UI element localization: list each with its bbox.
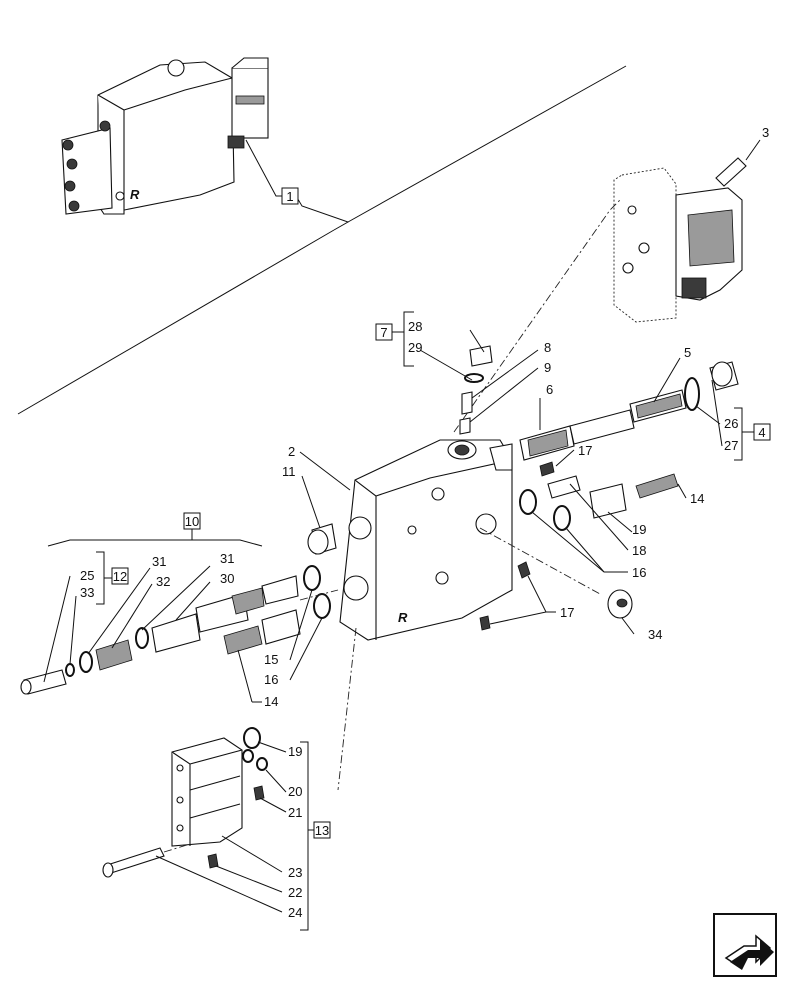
screw-3 — [715, 157, 747, 187]
callout-5: 5 — [684, 345, 691, 360]
callout-22: 22 — [288, 885, 302, 900]
assembled-valve-thumbnail: R — [61, 57, 269, 215]
body-stamp: R — [398, 610, 408, 625]
callout-1: 1 — [286, 189, 293, 204]
callout-9: 9 — [544, 360, 551, 375]
callout-19-right: 19 — [632, 522, 646, 537]
callout-4: 4 — [758, 425, 765, 440]
callout-20: 20 — [288, 784, 302, 799]
oring-20b — [256, 757, 268, 771]
callout-16-left: 16 — [264, 672, 278, 687]
oring-16-left — [313, 593, 331, 619]
next-page-arrow-icon[interactable] — [713, 913, 777, 977]
plug-21 — [253, 785, 265, 801]
callout-3: 3 — [762, 125, 769, 140]
callout-16-right: 16 — [632, 565, 646, 580]
spool-assembly-left — [20, 575, 301, 695]
callout-15: 15 — [264, 652, 278, 667]
valve-18 — [547, 475, 581, 499]
callout-6: 6 — [546, 382, 553, 397]
callout-21: 21 — [288, 805, 302, 820]
plug-17-low — [479, 615, 491, 631]
callout-31a: 31 — [152, 554, 166, 569]
body-stamp-small: R — [130, 187, 140, 202]
solenoid-module-ghost — [613, 167, 743, 323]
callout-30: 30 — [220, 571, 234, 586]
spool-assembly-right — [519, 361, 739, 461]
callout-25: 25 — [80, 568, 94, 583]
callout-24: 24 — [288, 905, 302, 920]
oring-16a — [519, 489, 537, 515]
callout-19-lower: 19 — [288, 744, 302, 759]
callout-17-upper: 17 — [578, 443, 592, 458]
axis-end-cover — [337, 627, 357, 791]
plug-28 — [469, 345, 493, 367]
callout-33: 33 — [80, 585, 94, 600]
callout-28: 28 — [408, 319, 422, 334]
oring-16b — [553, 505, 571, 531]
callout-26: 26 — [724, 416, 738, 431]
callout-14-left: 14 — [264, 694, 278, 709]
callout-11: 11 — [282, 464, 296, 479]
plug-17-mid — [517, 561, 531, 579]
axis-plug-34 — [479, 527, 601, 595]
separator-line-lower — [17, 229, 335, 415]
axis-body-solenoid — [453, 199, 621, 433]
callout-8: 8 — [544, 340, 551, 355]
oring-29 — [464, 373, 484, 383]
pin-9 — [459, 417, 471, 435]
valve-body-2: R — [339, 439, 513, 641]
callout-32: 32 — [156, 574, 170, 589]
callout-34: 34 — [648, 627, 662, 642]
plug-17-upper — [539, 461, 555, 477]
callout-2: 2 — [288, 444, 295, 459]
leader-line-1 — [245, 139, 350, 231]
separator-line-upper — [347, 65, 627, 223]
callout-7: 7 — [380, 325, 387, 340]
spring-8 — [461, 391, 473, 415]
bracket-10 — [47, 539, 263, 547]
callout-18: 18 — [632, 543, 646, 558]
callout-12: 12 — [113, 569, 127, 584]
callout-31b: 31 — [220, 551, 234, 566]
callout-10: 10 — [185, 514, 199, 529]
plug-22 — [207, 853, 219, 869]
callout-29: 29 — [408, 340, 422, 355]
axis-left-spool — [299, 589, 339, 601]
callout-27: 27 — [724, 438, 738, 453]
callout-14-right: 14 — [690, 491, 704, 506]
callout-23: 23 — [288, 865, 302, 880]
oring-15 — [303, 565, 321, 591]
oring-20a — [242, 749, 254, 763]
axis-bolt — [163, 843, 191, 853]
spring-14-right — [635, 473, 679, 499]
end-cover-13 — [171, 737, 243, 847]
callout-17-lower: 17 — [560, 605, 574, 620]
oring-19-lower — [243, 727, 261, 749]
callout-13: 13 — [315, 823, 329, 838]
